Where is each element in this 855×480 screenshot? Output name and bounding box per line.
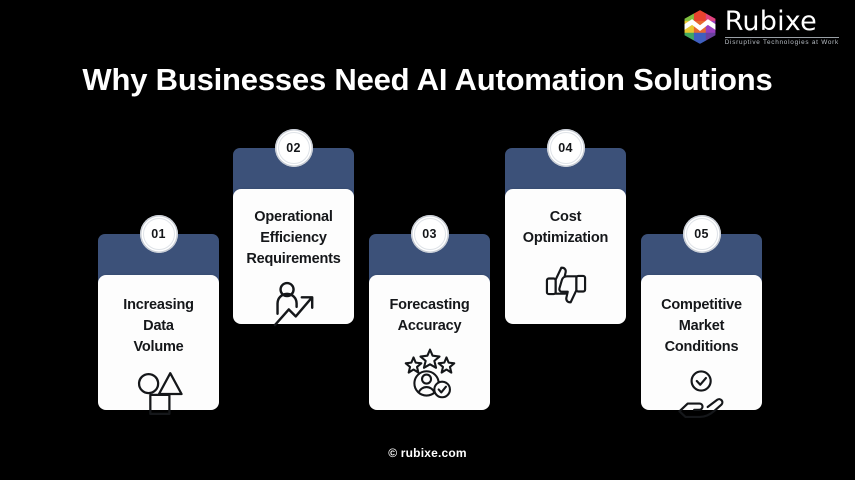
footer-credit: © rubixe.com [388,446,467,460]
card-step-number: 01 [151,227,166,241]
person-growth-arrow-icon [266,280,322,332]
card-step-number: 02 [286,141,301,155]
card-step-badge-04: 04 [546,129,585,167]
card-step-number: 03 [422,227,437,241]
card-step-badge-05: 05 [682,215,721,253]
card-title-line: Increasing [123,297,194,313]
card-title-line: Volume [133,339,184,356]
card-title-line: Requirements [246,251,341,268]
card-title-line: Competitive [661,297,742,313]
card-title-line: Forecasting [389,297,470,313]
hand-check-icon [674,368,730,420]
rubixe-hexagon-logo-icon [684,10,716,45]
thumbs-up-down-icon [538,259,594,311]
card-title-line: Conditions [664,339,739,356]
card-title-line: Cost [549,209,582,225]
card-title-line: Market [678,318,725,335]
brand-logo: Rubixe Disruptive Technologies at Work [682,8,839,46]
card-title-line: Data [143,318,174,335]
card-title-line: Operational [254,209,333,225]
card-step-number: 05 [694,227,709,241]
brand-tagline: Disruptive Technologies at Work [724,39,839,46]
card-step-badge-03: 03 [410,215,449,253]
card-step-badge-01: 01 [139,215,178,253]
page-title: Why Businesses Need AI Automation Soluti… [82,62,773,97]
shapes-circle-triangle-square-icon [131,368,187,420]
stars-person-check-icon [402,347,458,399]
card-title-line: Efficiency [260,230,327,247]
card-title-line: Accuracy [397,318,462,335]
card-step-badge-02: 02 [274,129,313,167]
brand-name: Rubixe [724,6,817,37]
brand-text: Rubixe Disruptive Technologies at Work [724,6,839,46]
brand-divider [724,37,839,38]
card-title-line: Optimization [522,230,609,247]
card-step-number: 04 [558,141,573,155]
